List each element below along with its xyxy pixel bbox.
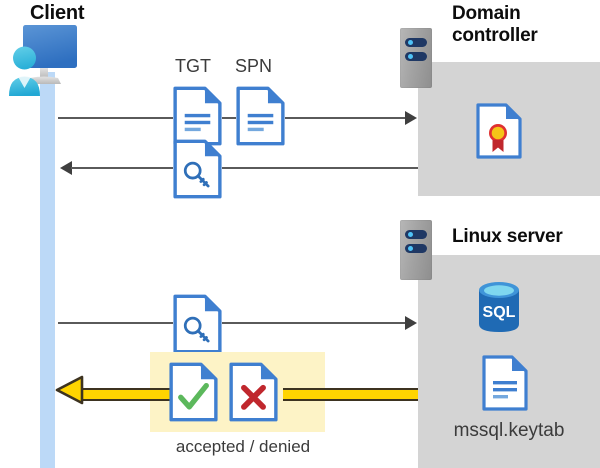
sql-database-icon: SQL — [474, 281, 524, 333]
linux-server-title: Linux server — [452, 226, 563, 247]
domain-controller-title-line1: Domain — [452, 3, 521, 24]
client-title: Client — [30, 2, 85, 24]
message-line-4b — [150, 388, 172, 401]
spn-label: SPN — [235, 56, 273, 76]
spn-document-icon — [236, 86, 285, 146]
keytab-filename-label: mssql.keytab — [453, 420, 565, 441]
server-bay-icon — [405, 52, 427, 61]
domain-controller-title: Domain controller — [452, 3, 600, 48]
user-computer-icon — [6, 22, 92, 96]
service-ticket-key-document-icon — [173, 139, 222, 199]
message-line-4a — [78, 388, 150, 401]
server-rack-icon-domain-controller — [400, 28, 432, 88]
message-line-1b — [222, 117, 236, 119]
domain-controller-title-line2: controller — [452, 25, 538, 47]
server-rack-icon-linux-server — [400, 220, 432, 280]
tgt-label: TGT — [175, 56, 211, 76]
accepted-document-icon — [169, 362, 218, 422]
sql-label: SQL — [483, 304, 516, 321]
denied-document-icon — [229, 362, 278, 422]
server-bay-icon — [405, 38, 427, 47]
message-arrowhead-3 — [405, 316, 417, 330]
message-line-4c — [283, 388, 418, 401]
tgt-document-icon — [173, 86, 222, 146]
accepted-denied-label: accepted / denied — [175, 437, 311, 456]
server-bay-icon — [405, 244, 427, 253]
message-line-3a — [58, 322, 173, 324]
message-line-1a — [58, 117, 173, 119]
certificate-document-icon — [476, 103, 522, 159]
message-line-1c — [285, 117, 413, 119]
message-line-3b — [222, 322, 413, 324]
message-line-2b — [222, 167, 418, 169]
message-arrowhead-2 — [60, 161, 72, 175]
request-key-document-icon — [173, 294, 222, 354]
message-line-2a — [71, 167, 173, 169]
message-arrowhead-4 — [55, 374, 87, 411]
client-lifeline — [40, 72, 55, 468]
server-bay-icon — [405, 230, 427, 239]
keytab-document-icon — [482, 355, 528, 411]
message-arrowhead-1 — [405, 111, 417, 125]
